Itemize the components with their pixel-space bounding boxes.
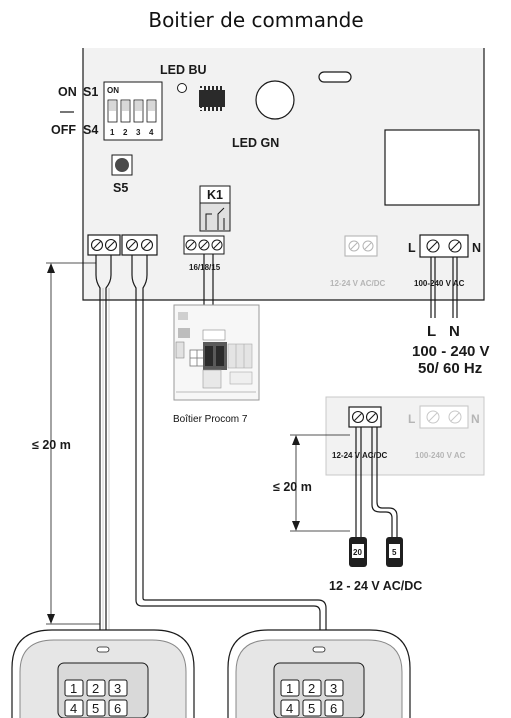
- supply-l-label: L: [408, 412, 415, 426]
- keypad-2-key[interactable]: [280, 699, 300, 717]
- keypad-2-key[interactable]: [324, 679, 344, 697]
- keypad-2-key-label: 3: [330, 681, 337, 696]
- distance-supply-label: ≤ 20 m: [273, 480, 312, 494]
- low-voltage-rating-label: 12-24 V AC/DC: [330, 279, 386, 288]
- mains-n-label: N: [449, 323, 460, 340]
- board-l-label: L: [408, 241, 416, 255]
- keypad-1-key[interactable]: [86, 679, 106, 697]
- control-board: ON S1 OFF S4 ON 1 2 3 4 LED BU: [51, 48, 485, 301]
- relay-label: K1: [207, 188, 223, 202]
- supply-terminal-b-label: 5: [392, 548, 397, 557]
- s5-button[interactable]: [111, 154, 133, 176]
- supply-board: L N 12-24 V AC/DC 100-240 V AC: [325, 396, 485, 476]
- dip-s4-label: S4: [83, 123, 98, 137]
- keypad-1-key[interactable]: [64, 699, 84, 717]
- keypad-2-key-label: 5: [308, 701, 315, 716]
- keypad-1-key[interactable]: [64, 679, 84, 697]
- keypad-2-key-label: 1: [286, 681, 293, 696]
- supply-power-rating-label: 100-240 V AC: [415, 451, 466, 460]
- keypad-2-key[interactable]: [302, 699, 322, 717]
- mains-wires: [430, 257, 458, 318]
- procom-board: [173, 304, 260, 401]
- keypad-1-key[interactable]: [108, 679, 128, 697]
- supply-terminal-a-label: 20: [353, 548, 362, 557]
- keypad-2[interactable]: 1 2 3 4 5 6: [227, 629, 411, 718]
- relay-terminals-label: 16/18/15: [189, 263, 221, 272]
- keypad-1-key-label: 1: [70, 681, 77, 696]
- dip-s1-label: S1: [83, 85, 98, 99]
- board-n-label: N: [472, 241, 481, 255]
- dip-on-label: ON: [58, 85, 77, 99]
- keypad-2-key[interactable]: [302, 679, 322, 697]
- keypad-2-key[interactable]: [280, 679, 300, 697]
- keypad-terminal-block-1: [87, 234, 121, 256]
- keypad-2-key[interactable]: [324, 699, 344, 717]
- slot-icon: [318, 71, 352, 83]
- dip-number-2: 2: [123, 128, 128, 137]
- keypad-1-key[interactable]: [86, 699, 106, 717]
- dip-off-label: OFF: [51, 123, 76, 137]
- s5-label: S5: [113, 181, 128, 195]
- buzzer-icon: [255, 80, 295, 120]
- keypad-2-key-label: 2: [308, 681, 315, 696]
- led-bu-label: LED BU: [160, 63, 207, 77]
- low-voltage-terminal-unused: [344, 235, 378, 257]
- distance-dimension-main: [46, 262, 100, 625]
- supply-rating-label: 12 - 24 V AC/DC: [329, 579, 422, 593]
- dip-number-4: 4: [149, 128, 154, 137]
- keypad-1-key-label: 3: [114, 681, 121, 696]
- dip-number-1: 1: [110, 128, 115, 137]
- keypad-1-key-label: 2: [92, 681, 99, 696]
- distance-main-label: ≤ 20 m: [32, 438, 71, 452]
- keypad-cable-2: [131, 255, 327, 640]
- procom-caption: Boîtier Procom 7: [173, 414, 248, 425]
- chip-icon: [199, 86, 225, 111]
- keypad-1-key[interactable]: [108, 699, 128, 717]
- supply-n-label: N: [471, 412, 480, 426]
- keypad-1-key-label: 6: [114, 701, 121, 716]
- diagram-title: Boitier de commande: [148, 8, 363, 32]
- keypad-1-key-label: 4: [70, 701, 77, 716]
- supply-low-voltage-label: 12-24 V AC/DC: [332, 451, 388, 460]
- relay-k1: K1: [199, 185, 231, 232]
- distance-dimension-supply: [290, 434, 350, 532]
- supply-wires: [355, 427, 398, 538]
- supply-plug-20: 20: [349, 537, 367, 567]
- mains-terminal-block: [419, 234, 469, 258]
- power-rating-label: 100-240 V AC: [414, 279, 465, 288]
- led-gn-label: LED GN: [232, 136, 279, 150]
- dip-on-small-label: ON: [107, 86, 119, 95]
- led-bu-indicator: [177, 83, 187, 93]
- keypad-1[interactable]: 1 2 3 4 5 6: [11, 629, 195, 718]
- mains-frequency-label: 50/ 60 Hz: [418, 360, 482, 377]
- keypad-2-key-label: 6: [330, 701, 337, 716]
- keypad-1-key-label: 5: [92, 701, 99, 716]
- dip-number-3: 3: [136, 128, 141, 137]
- keypad-terminal-block-2: [121, 234, 158, 256]
- keypad-cable-1: [95, 255, 112, 640]
- relay-terminal-block: [183, 235, 225, 255]
- display-window: [384, 129, 480, 206]
- mains-voltage-label: 100 - 240 V: [412, 343, 490, 360]
- dip-switch[interactable]: ON 1 2 3 4: [103, 81, 163, 141]
- mains-l-label: L: [427, 323, 436, 340]
- keypad-2-key-label: 4: [286, 701, 293, 716]
- supply-plug-5: 5: [386, 537, 403, 567]
